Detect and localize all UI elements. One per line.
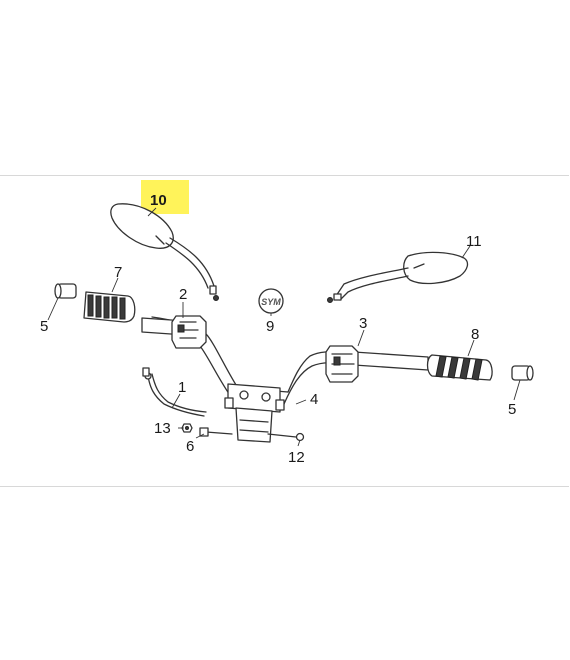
diagram-frame: [0, 175, 569, 487]
right-switch-part-3[interactable]: [325, 345, 359, 383]
right-grip-part-8[interactable]: [426, 354, 493, 381]
right-bar-end-part-5[interactable]: [511, 365, 534, 381]
leader-lines: [47, 207, 521, 447]
right-mirror-part-11[interactable]: [327, 251, 469, 303]
left-switch-part-2[interactable]: [171, 315, 207, 349]
callout-labels: 10 11 7 2 5 9 3 8 1 4 5 13 6 12: [40, 192, 516, 466]
handlebar-clamp[interactable]: [224, 383, 285, 443]
callout-3: 3: [359, 315, 367, 332]
callout-5-left: 5: [40, 318, 48, 335]
bolt-part-12[interactable]: [267, 432, 305, 442]
left-grip-part-7[interactable]: [83, 291, 136, 323]
emblem-part-9[interactable]: SYM: [258, 288, 284, 314]
callout-1: 1: [178, 379, 186, 396]
callout-12: 12: [288, 449, 305, 466]
callout-13: 13: [154, 420, 171, 437]
callout-2: 2: [179, 286, 187, 303]
callout-4: 4: [310, 391, 318, 408]
part-10-highlight: [141, 180, 189, 214]
left-mirror-part-10[interactable]: [110, 203, 219, 301]
left-bar-end-part-5[interactable]: [54, 283, 77, 299]
emblem-logo-text: SYM: [261, 297, 281, 307]
callout-8: 8: [471, 326, 479, 343]
callout-9: 9: [266, 318, 274, 335]
callout-6: 6: [186, 438, 194, 455]
callout-10: 10: [150, 192, 167, 209]
bolt-part-6[interactable]: [199, 427, 233, 437]
throttle-cable-part-1[interactable]: [142, 367, 207, 417]
callout-5-right: 5: [508, 401, 516, 418]
callout-11: 11: [466, 233, 482, 250]
callout-7: 7: [114, 264, 122, 281]
